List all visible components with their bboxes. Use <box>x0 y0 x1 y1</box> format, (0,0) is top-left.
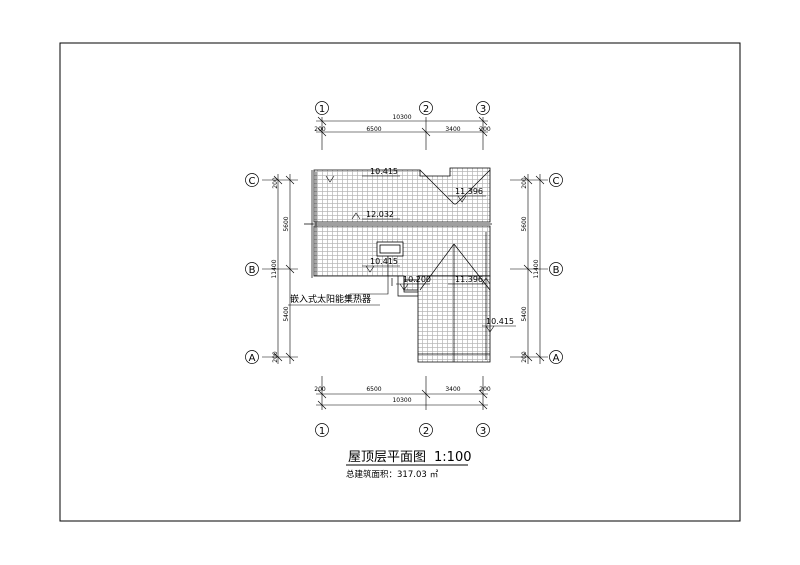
axis-3-top-label: 3 <box>480 104 486 115</box>
bottom-dim-part-1: 200 <box>314 386 326 393</box>
axis-c-right-label: C <box>553 176 560 187</box>
axis-2-bottom-label: 2 <box>423 426 429 437</box>
sheet-border <box>59 42 741 522</box>
area-unit: ㎡ <box>430 470 439 480</box>
bottom-dim-part-3: 3400 <box>445 386 460 393</box>
left-dimension-chain <box>262 174 298 364</box>
axis-1-bottom-label: 1 <box>319 426 325 437</box>
elev-terrace: 10.200 <box>403 275 431 284</box>
bottom-axis-bubbles <box>315 423 490 437</box>
right-dim-part-1: 200 <box>521 177 528 189</box>
axis-a-left-label: A <box>249 353 256 364</box>
drawing-title-text: 屋顶层平面图 <box>348 450 426 465</box>
left-dim-part-1: 200 <box>272 177 279 189</box>
bottom-total-dim: 10300 <box>392 397 411 404</box>
elev-wing-eave: 10.415 <box>486 317 514 326</box>
solar-collector-note: 嵌入式太阳能集热器 <box>290 293 371 305</box>
left-axis-bubbles <box>245 173 259 364</box>
right-axis-bubbles <box>549 173 563 364</box>
area-label: 总建筑面积： <box>346 469 397 480</box>
area-value: 317.03 <box>397 470 427 480</box>
axis-a-right-label: A <box>553 353 560 364</box>
elev-top-right-ridge: 11.396 <box>455 187 483 196</box>
bottom-dim-part-2: 6500 <box>366 386 381 393</box>
right-dim-part-3: 5400 <box>521 306 528 321</box>
top-total-dim: 10300 <box>392 114 411 121</box>
top-dim-part-2: 6500 <box>366 126 381 133</box>
left-dim-part-2: 5600 <box>283 216 290 231</box>
top-dimension-chain <box>316 116 488 150</box>
bottom-dim-part-4: 200 <box>479 386 491 393</box>
axis-3-bottom-label: 3 <box>480 426 486 437</box>
left-total-dim: 11400 <box>271 259 278 278</box>
top-axis-bubbles <box>315 101 490 115</box>
left-dim-part-4: 200 <box>272 351 279 363</box>
left-dim-part-3: 5400 <box>283 306 290 321</box>
bottom-dimension-chain <box>316 376 488 410</box>
axis-b-left-label: B <box>249 265 256 276</box>
solar-collector <box>376 241 404 257</box>
elev-wing-ridge: 11.396 <box>455 275 483 284</box>
roof-outline <box>313 167 491 363</box>
top-dim-part-3: 3400 <box>445 126 460 133</box>
right-total-dim: 11400 <box>533 259 540 278</box>
axis-c-left-label: C <box>249 176 256 187</box>
elev-main-ridge: 12.032 <box>366 210 394 219</box>
north-roof-slope <box>313 167 491 223</box>
solar-leader <box>288 256 389 306</box>
right-dim-part-2: 5600 <box>521 216 528 231</box>
elev-top-eave: 10.415 <box>370 167 398 176</box>
right-dim-part-4: 200 <box>521 351 528 363</box>
elev-mid-eave: 10.415 <box>370 257 398 266</box>
ridge-lines <box>304 169 492 362</box>
drawing-scale: 1:100 <box>434 450 471 465</box>
axis-1-top-label: 1 <box>319 104 325 115</box>
terrace-outline <box>397 276 418 297</box>
top-dim-part-4: 200 <box>479 126 491 133</box>
top-dim-part-1: 200 <box>314 126 326 133</box>
drawing-title: 屋顶层平面图 1:100 <box>348 450 471 465</box>
axis-b-right-label: B <box>553 265 560 276</box>
axis-2-top-label: 2 <box>423 104 429 115</box>
elevation-markers <box>325 175 516 333</box>
right-dimension-chain <box>510 174 548 364</box>
